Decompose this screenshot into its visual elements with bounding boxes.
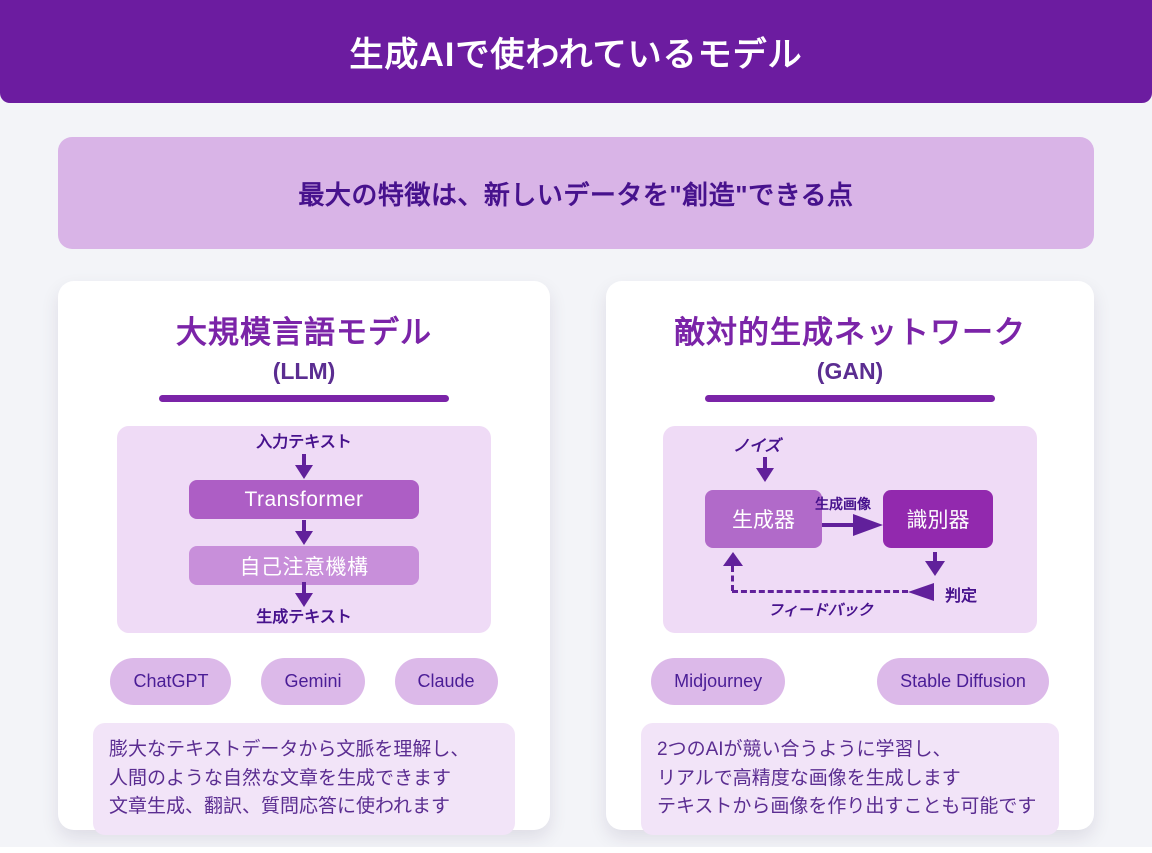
- down-arrow-icon: [295, 520, 313, 545]
- arrow-stem: [302, 454, 306, 465]
- feedback-label: フィードバック: [768, 602, 873, 619]
- gan-flow-diagram: ノイズ 生成器 生成画像 識別器 判定 フィードバック: [663, 426, 1037, 633]
- down-arrow-stem: [933, 552, 937, 561]
- llm-description-line: 文章生成、翻訳、質問応答に使われます: [109, 796, 451, 817]
- left-arrow-head: [908, 583, 934, 601]
- down-arrow-head: [925, 561, 945, 576]
- feedback-dashed-line: [732, 590, 908, 593]
- gan-description-line: リアルで高精度な画像を生成します: [657, 767, 961, 789]
- right-arrow-stem: [822, 523, 855, 527]
- pill-chatgpt: ChatGPT: [110, 657, 232, 705]
- key-point-banner: 最大の特徴は、新しいデータを"創造"できる点: [58, 137, 1094, 249]
- self-attention-box: 自己注意機構: [189, 546, 419, 585]
- llm-input-label: 入力テキスト: [256, 434, 352, 451]
- discriminator-box: 識別器: [883, 490, 993, 548]
- llm-example-pills: ChatGPT Gemini Claude: [58, 656, 550, 706]
- down-arrow-icon: [756, 457, 774, 482]
- page-header: 生成AIで使われているモデル: [0, 0, 1152, 103]
- transformer-box: Transformer: [189, 480, 419, 519]
- arrow-head: [756, 468, 774, 482]
- llm-output-label: 生成テキスト: [256, 609, 352, 626]
- key-point-text: 最大の特徴は、新しいデータを"創造"できる点: [298, 179, 854, 210]
- gan-divider: [705, 395, 995, 402]
- gan-description-line: テキストから画像を作り出すことも可能です: [657, 796, 1037, 817]
- right-arrow-head: [853, 514, 883, 536]
- arrow-head: [295, 465, 313, 479]
- pill-midjourney: Midjourney: [651, 657, 786, 705]
- llm-card: 大規模言語モデル (LLM) 入力テキスト Transformer 自己注意機構: [58, 281, 550, 835]
- generator-box: 生成器: [705, 490, 822, 548]
- llm-flow-diagram: 入力テキスト Transformer 自己注意機構 生成テキスト: [117, 426, 491, 633]
- gan-example-pills: Midjourney Stable Diffusion: [606, 656, 1094, 706]
- down-arrow-icon: [295, 582, 313, 607]
- judge-label: 判定: [945, 588, 978, 605]
- llm-description-line: 人間のような自然な文章を生成できます: [109, 767, 452, 789]
- llm-description-line: 膨大なテキストデータから文脈を理解し、: [109, 739, 470, 760]
- page-title: 生成AIで使われているモデル: [349, 36, 803, 74]
- arrow-head: [295, 593, 313, 607]
- pill-gemini: Gemini: [261, 657, 365, 705]
- gan-card-subtitle: (GAN): [816, 358, 884, 384]
- gan-description-line: 2つのAIが競い合うように学習し、: [657, 739, 952, 760]
- llm-description: 膨大なテキストデータから文脈を理解し、 人間のような自然な文章を生成できます 文…: [93, 723, 515, 835]
- pill-claude: Claude: [394, 657, 498, 705]
- llm-card-subtitle: (LLM): [272, 358, 336, 384]
- pill-stable-diffusion: Stable Diffusion: [877, 657, 1049, 705]
- down-arrow-icon: [295, 454, 313, 479]
- generated-image-label: 生成画像: [815, 496, 871, 512]
- llm-card-title: 大規模言語モデル: [176, 315, 432, 350]
- feedback-dashed-line-vertical: [731, 566, 734, 591]
- gan-description: 2つのAIが競い合うように学習し、 リアルで高精度な画像を生成します テキストか…: [641, 723, 1059, 835]
- noise-label: ノイズ: [733, 438, 781, 455]
- bottom-strip: [0, 847, 1152, 853]
- llm-divider: [159, 395, 449, 402]
- arrow-stem: [302, 582, 306, 593]
- up-arrow-head: [723, 552, 743, 566]
- gan-card: 敵対的生成ネットワーク (GAN) ノイズ 生成器 生成画像 識別器 判定: [606, 281, 1094, 835]
- arrow-stem: [302, 520, 306, 531]
- cards-row: 大規模言語モデル (LLM) 入力テキスト Transformer 自己注意機構: [0, 281, 1152, 835]
- arrow-stem: [763, 457, 767, 468]
- arrow-head: [295, 531, 313, 545]
- gan-card-title: 敵対的生成ネットワーク: [674, 315, 1026, 350]
